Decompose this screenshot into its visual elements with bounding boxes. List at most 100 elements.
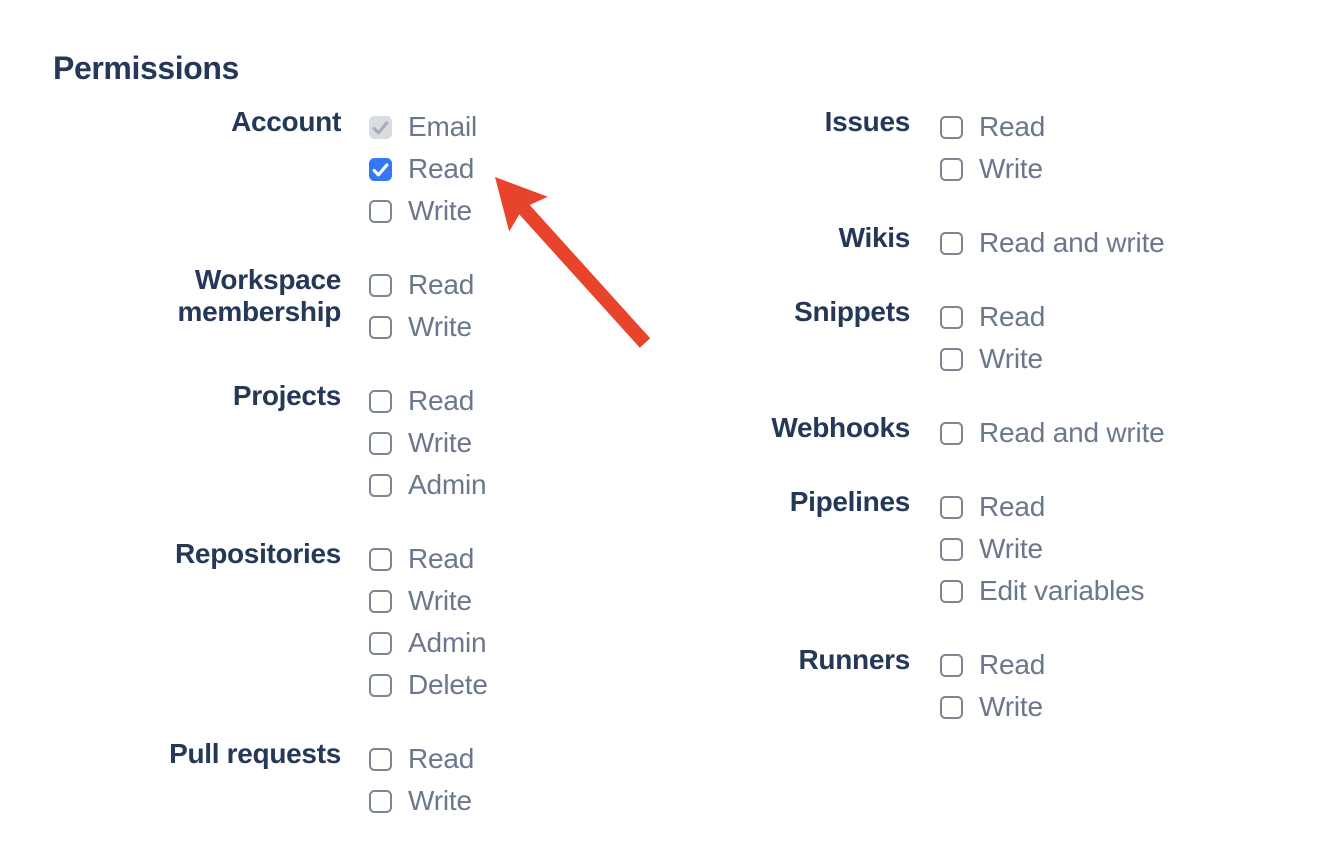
repositories-read-row: Read [369, 538, 488, 580]
workspace-membership-write-checkbox[interactable] [369, 315, 392, 339]
snippets-read-row: Read [940, 296, 1045, 338]
runners-read-row: Read [940, 644, 1045, 686]
pipelines-read-row: Read [940, 486, 1144, 528]
permission-group-label-projects: Projects [232, 380, 341, 411]
issues-write-label[interactable]: Write [979, 153, 1043, 184]
workspace-membership-read-checkbox[interactable] [369, 273, 392, 297]
permission-options-wikis: Read and write [940, 222, 1165, 264]
repositories-write-checkbox[interactable] [369, 589, 392, 613]
projects-admin-row: Admin [369, 464, 487, 506]
permission-group-label-workspace-membership: Workspace membership [177, 264, 342, 327]
repositories-delete-label[interactable]: Delete [408, 669, 488, 700]
projects-write-label[interactable]: Write [408, 427, 472, 458]
issues-read-label[interactable]: Read [979, 111, 1046, 142]
account-read-row: Read [369, 148, 477, 190]
repositories-write-row: Write [369, 580, 488, 622]
snippets-read-checkbox[interactable] [940, 305, 963, 329]
wikis-read-and-write-checkbox[interactable] [940, 231, 963, 255]
projects-read-checkbox[interactable] [369, 389, 392, 413]
account-email-row: Email [369, 106, 477, 148]
permission-options-webhooks: Read and write [940, 412, 1165, 454]
pipelines-edit-variables-checkbox[interactable] [940, 579, 963, 603]
page-title: Permissions [53, 50, 239, 86]
repositories-delete-checkbox[interactable] [369, 673, 392, 697]
pipelines-write-checkbox[interactable] [940, 537, 963, 561]
issues-read-checkbox[interactable] [940, 115, 963, 139]
runners-read-label[interactable]: Read [979, 649, 1046, 680]
issues-write-row: Write [940, 148, 1045, 190]
webhooks-read-and-write-row: Read and write [940, 412, 1165, 454]
repositories-read-checkbox[interactable] [369, 547, 392, 571]
permission-group-label-pipelines: Pipelines [789, 486, 911, 517]
pull-requests-write-checkbox[interactable] [369, 789, 392, 813]
check-icon [372, 120, 389, 134]
projects-read-label[interactable]: Read [408, 385, 475, 416]
pull-requests-write-label[interactable]: Write [408, 785, 472, 816]
account-write-row: Write [369, 190, 477, 232]
repositories-write-label[interactable]: Write [408, 585, 472, 616]
projects-write-row: Write [369, 422, 486, 464]
account-write-label[interactable]: Write [408, 195, 472, 226]
runners-read-checkbox[interactable] [940, 653, 963, 677]
projects-admin-checkbox[interactable] [369, 473, 392, 497]
runners-write-checkbox[interactable] [940, 695, 963, 719]
permission-group-label-issues: Issues [824, 106, 911, 137]
runners-write-label[interactable]: Write [979, 691, 1043, 722]
pipelines-write-row: Write [940, 528, 1144, 570]
permission-group-label-runners: Runners [798, 644, 911, 675]
snippets-read-label[interactable]: Read [979, 301, 1046, 332]
workspace-membership-read-row: Read [369, 264, 474, 306]
issues-write-checkbox[interactable] [940, 157, 963, 181]
pipelines-read-checkbox[interactable] [940, 495, 963, 519]
snippets-write-label[interactable]: Write [979, 343, 1043, 374]
repositories-admin-label[interactable]: Admin [408, 627, 487, 658]
repositories-read-label[interactable]: Read [408, 543, 475, 574]
projects-write-checkbox[interactable] [369, 431, 392, 455]
pull-requests-read-row: Read [369, 738, 474, 780]
pull-requests-read-label[interactable]: Read [408, 743, 475, 774]
workspace-membership-read-label[interactable]: Read [408, 269, 475, 300]
check-icon [372, 162, 389, 176]
account-email-checkbox [369, 115, 392, 139]
repositories-admin-checkbox[interactable] [369, 631, 392, 655]
permission-group-label-snippets: Snippets [794, 296, 910, 327]
pipelines-edit-variables-label[interactable]: Edit variables [979, 575, 1145, 606]
account-read-label[interactable]: Read [408, 153, 475, 184]
permission-group-label-webhooks: Webhooks [771, 412, 910, 443]
wikis-read-and-write-label[interactable]: Read and write [979, 227, 1165, 258]
pipelines-write-label[interactable]: Write [979, 533, 1043, 564]
snippets-write-checkbox[interactable] [940, 347, 963, 371]
permission-group-label-account: Account [231, 106, 341, 137]
webhooks-read-and-write-label[interactable]: Read and write [979, 417, 1165, 448]
webhooks-read-and-write-checkbox[interactable] [940, 421, 963, 445]
account-email-label[interactable]: Email [408, 111, 478, 142]
pipelines-edit-variables-row: Edit variables [940, 570, 1144, 612]
pipelines-read-label[interactable]: Read [979, 491, 1046, 522]
account-write-checkbox[interactable] [369, 199, 392, 223]
wikis-read-and-write-row: Read and write [940, 222, 1165, 264]
projects-admin-label[interactable]: Admin [408, 469, 487, 500]
snippets-write-row: Write [940, 338, 1045, 380]
permission-group-webhooks: Webhooks Read and write [663, 412, 1165, 454]
workspace-membership-write-label[interactable]: Write [408, 311, 472, 342]
repositories-admin-row: Admin [369, 622, 488, 664]
pull-requests-read-checkbox[interactable] [369, 747, 392, 771]
account-read-checkbox[interactable] [369, 157, 392, 181]
